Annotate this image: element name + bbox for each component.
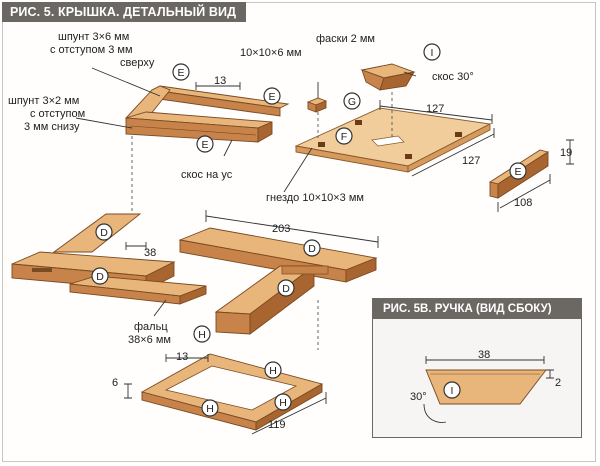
svg-text:H: H bbox=[198, 329, 206, 341]
callout-e-2: E bbox=[263, 87, 281, 105]
inset-dim-38: 38 bbox=[478, 349, 490, 361]
rabbet-label-1: фальц bbox=[134, 321, 168, 333]
groove-bottom-label-3: 3 мм снизу bbox=[24, 121, 80, 133]
inset-dim-30: 30° bbox=[410, 391, 427, 403]
svg-text:I: I bbox=[451, 385, 454, 397]
dim-19: 19 bbox=[560, 147, 572, 159]
block-label: 10×10×6 мм bbox=[240, 47, 302, 59]
callout-e-1: E bbox=[172, 63, 190, 81]
svg-text:E: E bbox=[201, 139, 208, 151]
svg-text:I: I bbox=[431, 47, 434, 59]
svg-text:H: H bbox=[206, 403, 214, 415]
groove-top-label-1: шпунт 3×6 мм bbox=[58, 31, 129, 43]
inset-callout-i: I bbox=[443, 381, 461, 399]
groove-bottom-label-1: шпунт 3×2 мм bbox=[8, 95, 79, 107]
callout-h-4: H bbox=[274, 393, 292, 411]
svg-text:E: E bbox=[514, 166, 521, 178]
callout-e-3: E bbox=[196, 135, 214, 153]
svg-text:H: H bbox=[269, 365, 277, 377]
bevel-30-label: скос 30° bbox=[432, 71, 474, 83]
rabbet-label-2: 38×6 мм bbox=[128, 334, 171, 346]
dim-38: 38 bbox=[144, 247, 156, 259]
mortise-hole bbox=[318, 142, 325, 147]
dim-119: 119 bbox=[268, 419, 286, 431]
svg-text:D: D bbox=[308, 243, 316, 255]
callout-f: F bbox=[335, 127, 353, 145]
groove-top-label-2: с отступом 3 мм bbox=[50, 44, 133, 56]
mortise-label: гнездо 10×10×3 мм bbox=[266, 192, 364, 204]
callout-h-1: H bbox=[193, 325, 211, 343]
mortise-hole bbox=[355, 120, 362, 125]
lid-panel-f bbox=[294, 107, 492, 173]
callout-d-2: D bbox=[91, 267, 109, 285]
callout-i: I bbox=[423, 43, 441, 61]
corner-block-g bbox=[306, 97, 328, 113]
svg-text:D: D bbox=[96, 271, 104, 283]
bottom-frame-h bbox=[140, 353, 324, 431]
callout-e-4: E bbox=[509, 162, 527, 180]
chamfer-label: фаски 2 мм bbox=[316, 33, 375, 45]
mortise-hole bbox=[405, 154, 412, 159]
frame-side-d-right bbox=[178, 227, 378, 335]
callout-d-4: D bbox=[277, 279, 295, 297]
handle-i bbox=[360, 63, 416, 91]
svg-text:E: E bbox=[268, 91, 275, 103]
callout-h-2: H bbox=[264, 361, 282, 379]
svg-text:H: H bbox=[279, 397, 287, 409]
dim-13-top: 13 bbox=[214, 75, 226, 87]
inset-title: РИС. 5В. РУЧКА (ВИД СБОКУ) bbox=[373, 299, 581, 319]
callout-d-1: D bbox=[95, 223, 113, 241]
svg-text:D: D bbox=[100, 227, 108, 239]
dim-127-b: 127 bbox=[462, 155, 480, 167]
bevel-miter-label: скос на ус bbox=[181, 169, 233, 181]
callout-h-3: H bbox=[201, 399, 219, 417]
inset-handle-side-view: 38 2 30° I bbox=[410, 349, 561, 423]
groove-top-label-3: сверху bbox=[120, 57, 155, 69]
dim-13-frame: 13 bbox=[176, 351, 188, 363]
inset-panel: РИС. 5В. РУЧКА (ВИД СБОКУ) bbox=[372, 298, 582, 438]
callout-d-3: D bbox=[303, 239, 321, 257]
dim-108: 108 bbox=[514, 197, 532, 209]
inset-dim-2: 2 bbox=[555, 377, 561, 389]
dim-203: 203 bbox=[272, 223, 290, 235]
dim-6: 6 bbox=[112, 377, 118, 389]
callout-g: G bbox=[343, 92, 361, 110]
groove-bottom-label-2: с отступом bbox=[30, 108, 85, 120]
svg-text:G: G bbox=[348, 96, 356, 108]
svg-text:E: E bbox=[177, 67, 184, 79]
frame-rail-e-top-left bbox=[125, 85, 290, 143]
mortise-hole bbox=[455, 132, 462, 137]
dim-127-a: 127 bbox=[426, 103, 444, 115]
svg-text:D: D bbox=[282, 283, 290, 295]
figure-title: РИС. 5. КРЫШКА. ДЕТАЛЬНЫЙ ВИД bbox=[2, 2, 247, 22]
svg-text:F: F bbox=[341, 131, 347, 143]
